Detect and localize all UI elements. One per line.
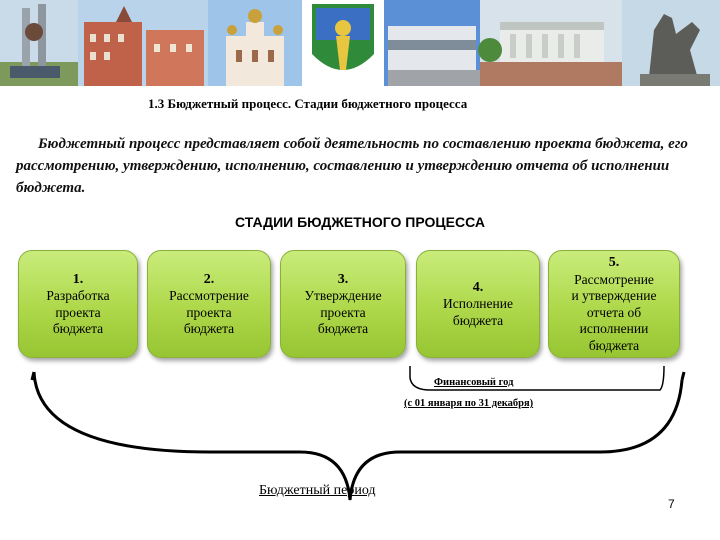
stage-label: Утверждение проекта бюджета [304,288,382,336]
photo-cathedral [208,0,302,86]
header-photo-banner [0,0,720,86]
photo-coat-of-arms [302,0,384,86]
stage-label: Рассмотрение и утверждение отчета об исп… [571,271,657,353]
budget-period-brace [32,371,684,501]
stage-label: Рассмотрение проекта бюджета [169,288,249,336]
stage-box-2: 2. Рассмотрение проекта бюджета [147,250,271,358]
photo-square [478,0,622,86]
photo-modern-building [384,0,480,86]
photo-buildings [78,0,208,86]
stage-label: Разработка проекта бюджета [46,288,110,336]
stage-number: 1. [72,271,84,287]
stage-number: 3. [337,271,349,287]
stage-number: 2. [203,271,215,287]
stage-box-1: 1. Разработка проекта бюджета [18,250,138,358]
stage-box-3: 3. Утверждение проекта бюджета [280,250,406,358]
stages-heading: СТАДИИ БЮДЖЕТНОГО ПРОЦЕССА [235,214,485,230]
stage-box-4: 4. Исполнение бюджета [416,250,540,358]
photo-monument [622,0,720,86]
budget-period-label: Бюджетный период [259,483,376,498]
fiscal-year-range: (с 01 января по 31 декабря) [404,398,534,409]
fiscal-year-brace [409,365,665,391]
fiscal-year-label: Финансовый год [434,377,514,388]
photo-stele [0,0,78,86]
stage-label: Исполнение бюджета [443,296,513,328]
stage-box-5: 5. Рассмотрение и утверждение отчета об … [548,250,680,358]
page-number: 7 [668,497,675,511]
stage-number: 4. [472,279,484,295]
intro-paragraph: Бюджетный процесс представляет собой дея… [16,136,688,196]
stage-number: 5. [608,255,620,270]
slide-subtitle: 1.3 Бюджетный процесс. Стадии бюджетного… [148,96,468,111]
